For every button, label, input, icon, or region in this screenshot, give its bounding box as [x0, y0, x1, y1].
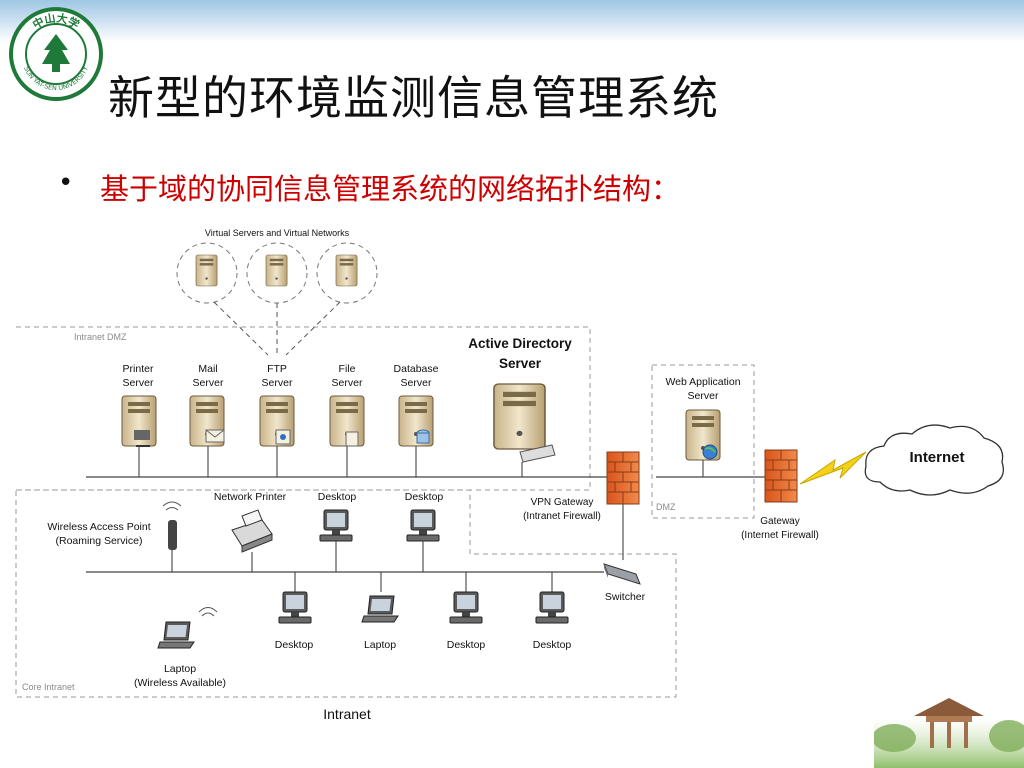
lower-device-label-1: Desktop — [275, 639, 314, 651]
university-logo: 中山大学 SUN YAT-SEN UNIVERSITY — [9, 7, 103, 101]
file-server-icon — [329, 395, 365, 447]
dmz-label: DMZ — [656, 502, 676, 512]
wireless-laptop-label-2: (Wireless Available) — [134, 677, 226, 689]
mail-server-icon — [189, 395, 225, 447]
database-server-label-2: Server — [401, 377, 432, 389]
desktop-icon — [406, 509, 440, 542]
internet-cloud-icon — [864, 424, 1005, 496]
virtual-group-label: Virtual Servers and Virtual Networks — [205, 228, 350, 238]
web-app-label-1: Web Application — [665, 376, 740, 388]
database-server-icon — [398, 395, 434, 447]
vpn-gateway-firewall-icon — [606, 451, 640, 505]
wireless-ap-label-2: (Roaming Service) — [56, 535, 143, 547]
ftp-server-label-1: FTP — [267, 363, 287, 375]
lower-device-label-2: Laptop — [364, 639, 396, 651]
web-app-label-2: Server — [688, 390, 719, 402]
printer-server-label-1: Printer — [123, 363, 154, 375]
laptop-icon — [361, 595, 399, 623]
server-drops — [138, 446, 523, 477]
printer-server-icon — [121, 395, 157, 447]
vpn-gateway-label-2: (Intranet Firewall) — [523, 511, 601, 522]
active-directory-server-icon — [493, 383, 556, 463]
pavilion-decoration — [874, 698, 1024, 768]
desktop-icon — [278, 591, 312, 624]
core-intranet-zone — [15, 489, 677, 698]
active-directory-label-1: Active Directory — [468, 336, 572, 351]
desktop-icon — [449, 591, 483, 624]
lightning-bolt-icon — [799, 451, 867, 485]
switcher-icon — [603, 563, 641, 585]
intranet-dmz-label: Intranet DMZ — [74, 332, 127, 342]
ftp-server-label-2: Server — [262, 377, 293, 389]
ftp-server-icon — [259, 395, 295, 447]
wireless-access-point-icon — [162, 501, 182, 550]
vpn-gateway-label-1: VPN Gateway — [531, 497, 594, 508]
lower-device-label-3: Desktop — [447, 639, 486, 651]
web-application-server-icon — [685, 409, 721, 461]
network-printer-icon — [231, 509, 273, 553]
printer-server-label-2: Server — [123, 377, 154, 389]
desktop-icon — [319, 509, 353, 542]
lower-device-label-4: Desktop — [533, 639, 572, 651]
sky-banner — [0, 0, 1024, 42]
virtual-server-icon — [265, 254, 288, 287]
mail-server-label-2: Server — [193, 377, 224, 389]
active-directory-label-2: Server — [499, 356, 542, 371]
mail-server-label-1: Mail — [198, 363, 217, 375]
wireless-laptop-icon — [157, 607, 218, 649]
upper-client-drops — [251, 541, 424, 572]
dmz-zone — [651, 364, 755, 519]
virtual-server-icon — [335, 254, 358, 287]
internet-label: Internet — [909, 449, 964, 466]
lower-client-drops — [294, 572, 553, 592]
database-server-label-1: Database — [394, 363, 439, 375]
wireless-laptop-label-1: Laptop — [164, 663, 196, 675]
core-intranet-label: Core Intranet — [22, 682, 75, 692]
bullet-text: 基于域的协同信息管理系统的网络拓扑结构： — [100, 172, 681, 206]
bullet-marker: • — [58, 168, 74, 198]
network-printer-label: Network Printer — [214, 491, 287, 503]
file-server-label-2: Server — [332, 377, 363, 389]
upper-desktop-label-1: Desktop — [318, 491, 357, 503]
virtual-servers — [176, 242, 378, 356]
switcher-label: Switcher — [605, 591, 646, 603]
intranet-label: Intranet — [323, 706, 371, 722]
gateway-label-2: (Internet Firewall) — [741, 530, 819, 541]
gateway-label-1: Gateway — [760, 516, 799, 527]
desktop-icon — [535, 591, 569, 624]
virtual-server-icon — [195, 254, 218, 287]
slide-title: 新型的环境监测信息管理系统 — [108, 71, 719, 125]
file-server-label-1: File — [339, 363, 356, 375]
upper-desktop-label-2: Desktop — [405, 491, 444, 503]
wireless-ap-label-1: Wireless Access Point — [47, 521, 150, 533]
gateway-firewall-icon — [764, 449, 798, 503]
